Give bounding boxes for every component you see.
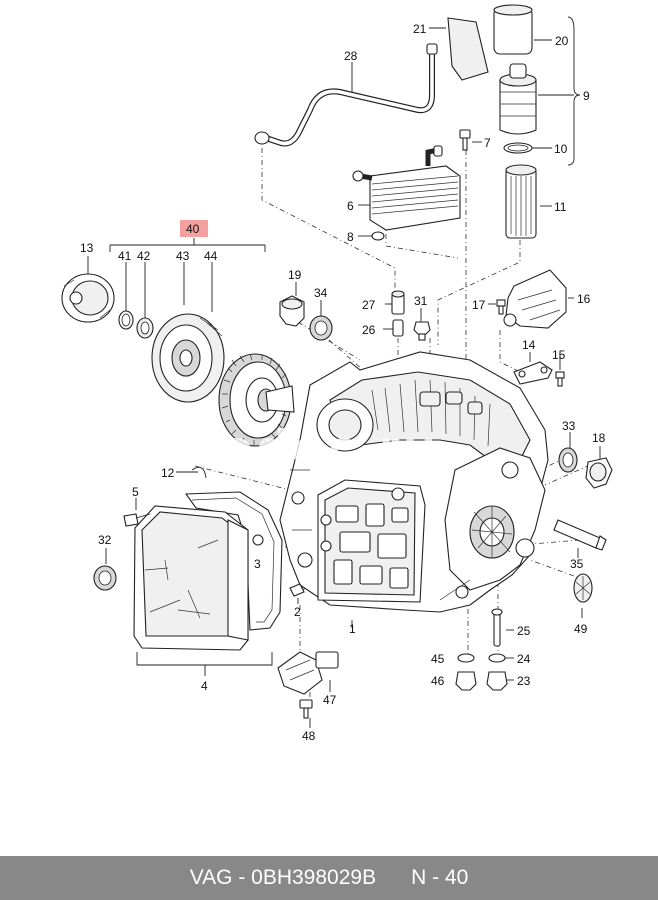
callout-33: 33 [562,419,576,433]
breather-19 [279,295,305,327]
screw-31 [413,321,431,341]
callout-10: 10 [554,142,568,156]
cap-49 [573,573,593,603]
callout-26: 26 [362,323,376,337]
small-fasteners [93,466,305,597]
callout-18: 18 [592,431,606,445]
callout-12: 12 [161,466,175,480]
oil-pan-and-gasket [133,491,283,651]
seal-42 [136,317,154,339]
seal-33 [558,447,578,473]
callout-16: 16 [577,292,591,306]
callout-3: 3 [254,557,261,571]
callout-labels: 1 2 3 4 5 6 7 8 9 10 11 12 13 14 15 16 1… [80,22,606,743]
callout-32: 32 [98,533,112,547]
callout-9: 9 [583,89,590,103]
sensor-27 [391,290,405,315]
callout-24: 24 [517,652,531,666]
cover-part-13 [61,273,115,323]
callout-27: 27 [362,298,376,312]
callout-17: 17 [472,298,486,312]
highlight-box-40 [180,220,208,237]
filter-element-11 [505,164,537,239]
flange-18 [585,457,613,489]
drain-plugs [455,608,508,691]
footer-spacer [376,866,411,890]
callout-31: 31 [414,294,428,308]
callout-42: 42 [137,249,151,263]
callout-34: 34 [314,286,328,300]
callout-41: 41 [118,249,132,263]
callout-15: 15 [552,348,566,362]
bracket-14 [513,361,553,385]
callout-6: 6 [347,199,354,213]
callout-2: 2 [294,605,301,619]
circlip-41 [118,310,134,330]
seal-8 [371,231,385,241]
cover-21 [447,17,489,81]
exploded-parts-diagram: 1 2 3 4 5 6 7 8 9 10 11 12 13 14 15 16 1… [61,4,613,743]
mechatronic-unit [317,479,426,603]
sealant-tube-35 [553,519,607,551]
footer-position: N - 40 [411,866,469,889]
callout-19: 19 [288,268,302,282]
callout-43: 43 [176,249,190,263]
callout-44: 44 [204,249,218,263]
callout-11: 11 [554,200,567,214]
clutch-drum-44 [151,313,225,403]
dual-clutch-40 [218,353,295,447]
callout-47: 47 [323,693,337,707]
callout-28: 28 [344,49,358,63]
leader-lines [87,16,601,728]
plug-26 [392,319,404,337]
footer-part-ref: VAG - 0BH398029B [189,866,377,889]
seal-ring-34 [309,315,333,341]
callout-23: 23 [517,674,531,688]
callout-7: 7 [484,136,491,150]
callout-49: 49 [574,622,588,636]
filter-9 [499,63,537,135]
sensor-47 [277,651,339,695]
filter-housing-20 [493,4,533,55]
pipe-28 [254,43,438,147]
bolt-7 [459,129,471,151]
callout-8: 8 [347,230,354,244]
callout-5: 5 [132,485,139,499]
callout-13: 13 [80,241,94,255]
callout-35: 35 [570,557,584,571]
bolt-15 [555,371,565,387]
callout-1: 1 [349,622,356,636]
callout-46: 46 [431,674,445,688]
callout-45: 45 [431,652,445,666]
footer-bar: VAG - 0BH398029B N - 40 [0,856,658,900]
bracket-16 [503,269,567,329]
callout-48: 48 [302,729,316,743]
callout-21: 21 [413,22,427,36]
bolt-48 [299,699,313,719]
oil-cooler-6 [352,145,461,231]
callout-40: 40 [186,222,200,236]
callout-14: 14 [522,338,536,352]
o-ring-10 [503,142,533,154]
callout-20: 20 [555,34,569,48]
callout-25: 25 [517,624,531,638]
callout-4: 4 [201,679,208,693]
bolt-17 [496,299,506,315]
